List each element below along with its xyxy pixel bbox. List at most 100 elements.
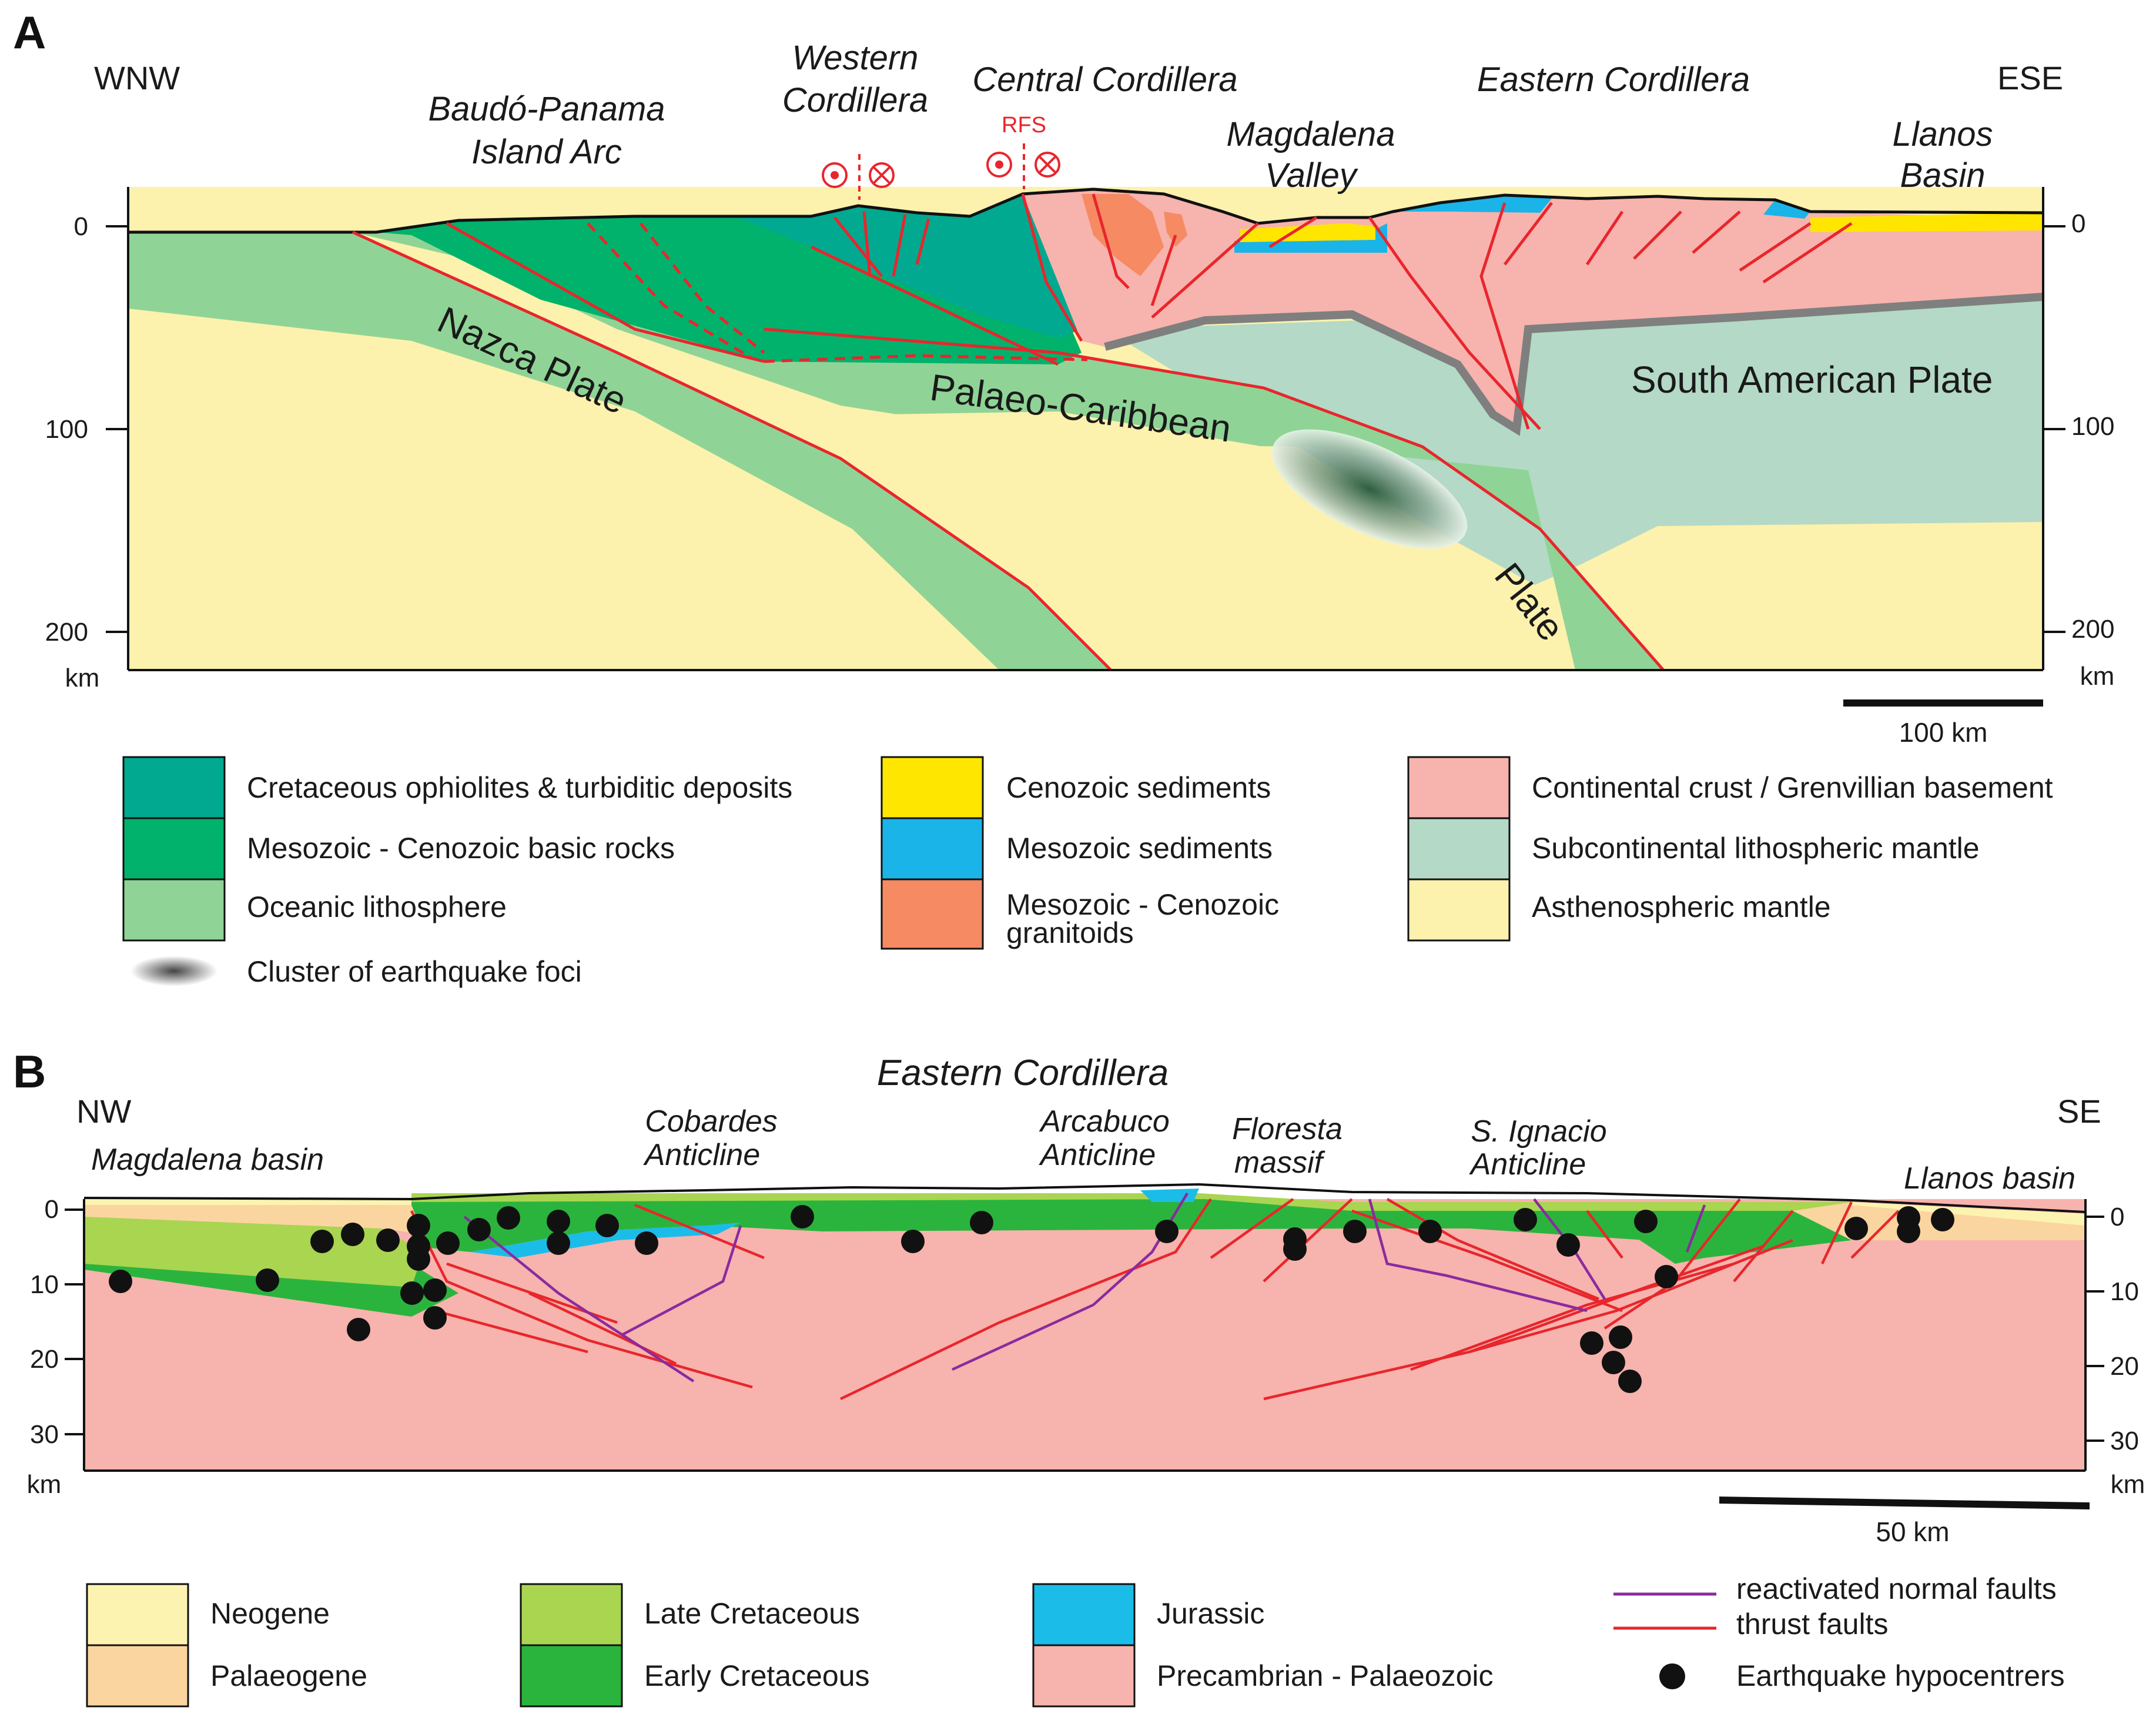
label-baudo-1: Baudó-Panama [428, 90, 665, 128]
depth-tick-b-left-20: 20 [30, 1345, 59, 1374]
panel-b-right-direction: SE [2057, 1093, 2101, 1130]
label-floresta-2: massif [1234, 1146, 1325, 1180]
label-ignacio-1: S. Ignacio [1471, 1114, 1606, 1149]
depth-tick-b-right-10: 10 [2110, 1277, 2139, 1306]
legend-b-item-5: Jurassic [1157, 1597, 1264, 1630]
label-magdalena-2: Valley [1265, 156, 1358, 195]
legend-earthquake-cluster-swatch [130, 956, 217, 986]
label-rfs: RFS [1002, 113, 1046, 138]
surface-b [83, 1183, 2086, 1213]
legend-b-item-8: thrust faults [1736, 1608, 1888, 1641]
label-arcabuco-1: Arcabuco [1039, 1104, 1170, 1139]
legend-b-item-4: Early Cretaceous [644, 1659, 870, 1692]
label-cobardes-1: Cobardes [645, 1104, 777, 1139]
mesozoic-sediments-eastern [1393, 195, 1552, 213]
label-south-american-plate: South American Plate [1631, 359, 1993, 401]
label-llanos-1: Llanos [1893, 115, 1993, 153]
depth-tick-a-right-200: 200 [2071, 615, 2114, 644]
mesozoic-sediments-llanos [1763, 200, 1810, 219]
early-cretaceous-ignacio [1587, 1211, 1716, 1264]
legend-a-item-6a: Mesozoic - Cenozoic [1006, 888, 1279, 921]
depth-tick-b-left-30: 30 [30, 1420, 59, 1449]
depth-tick-a-left-100: 100 [45, 415, 88, 444]
legend-b-item-9: Earthquake hypocentrers [1736, 1659, 2065, 1692]
label-ignacio-2: Anticline [1469, 1147, 1586, 1181]
legend-a-item-8: Subcontinental lithospheric mantle [1532, 832, 1980, 865]
depth-tick-a-right-0: 0 [2071, 209, 2085, 238]
depth-tick-b-right-20: 20 [2110, 1352, 2139, 1381]
granitoids-area [1082, 194, 1164, 276]
panel-b: B Eastern Cordillera NW SE [13, 1046, 2145, 1547]
legend-a-column-3: Continental crust / Grenvillian basement… [1407, 756, 2053, 942]
cenozoic-sediments-llanos [1810, 213, 2043, 232]
label-eastern-cordillera: Eastern Cordillera [1477, 61, 1750, 99]
legend-a-item-3: Oceanic lithosphere [247, 891, 507, 923]
cenozoic-sediments-magdalena [1240, 223, 1375, 242]
subcontinental-mantle-area [1105, 297, 2043, 588]
legend-a-column-2: Cenozoic sediments Mesozoic sediments Me… [881, 756, 1279, 950]
depth-unit-b-right: km [2111, 1470, 2145, 1499]
label-cobardes-2: Anticline [643, 1138, 761, 1172]
legend-b-item-3: Late Cretaceous [644, 1597, 860, 1630]
panel-b-title: Eastern Cordillera [877, 1053, 1169, 1093]
panel-a-right-direction: ESE [1997, 59, 2063, 96]
legend-hypocentre-dot [1659, 1663, 1685, 1689]
panel-b-letter: B [13, 1046, 46, 1097]
legend-a-item-6b: granitoids [1006, 916, 1134, 949]
label-western-1: Western [792, 39, 919, 77]
legend-a: Cretaceous ophiolites & turbiditic depos… [122, 756, 2053, 988]
panel-a-dashed-faults [587, 222, 1088, 363]
depth-unit-b-left: km [27, 1470, 62, 1499]
ophiolites-area [735, 191, 1082, 338]
legend-a-item-5: Mesozoic sediments [1006, 832, 1273, 865]
nazca-plate-area [128, 232, 1111, 670]
late-cretaceous-band [411, 1193, 1852, 1211]
legend-a-item-7: Continental crust / Grenvillian basement [1532, 771, 2053, 804]
legend-a-item-2: Mesozoic - Cenozoic basic rocks [247, 832, 675, 865]
legend-a-item-9: Asthenospheric mantle [1532, 891, 1831, 923]
legend-b-item-1: Neogene [210, 1597, 330, 1630]
label-arcabuco-2: Anticline [1039, 1138, 1156, 1172]
depth-tick-a-left-200: 200 [45, 618, 88, 647]
panel-a-faults [351, 193, 1853, 671]
panel-b-left-direction: NW [76, 1093, 131, 1130]
legend-b: Neogene Palaeogene Late Cretaceous Early… [86, 1572, 2065, 1708]
jurassic-cobardes [470, 1223, 741, 1258]
depth-unit-a-left: km [65, 664, 100, 692]
label-baudo-2: Island Arc [471, 133, 622, 171]
label-magdalena-1: Magdalena [1227, 115, 1395, 153]
depth-tick-b-right-0: 0 [2110, 1203, 2124, 1231]
panel-a-letter: A [13, 6, 46, 58]
scale-bar-a [1843, 699, 2043, 707]
asthenosphere-wedge [841, 411, 1575, 670]
panel-a-section [106, 143, 2065, 671]
depth-tick-b-left-0: 0 [45, 1195, 59, 1224]
legend-a-column-1: Cretaceous ophiolites & turbiditic depos… [122, 756, 792, 988]
legend-b-item-2: Palaeogene [210, 1659, 367, 1692]
legend-a-item-10: Cluster of earthquake foci [247, 955, 582, 988]
panel-a: A WNW ESE [13, 6, 2114, 748]
scale-bar-b [1719, 1497, 2090, 1509]
label-magdalena-basin: Magdalena basin [91, 1143, 324, 1177]
depth-tick-b-right-30: 30 [2110, 1427, 2139, 1455]
rfs-strike-slip-symbols [822, 143, 1060, 200]
granitoids-area-2 [1164, 212, 1187, 247]
panel-b-normal-faults [463, 1192, 1706, 1382]
depth-tick-a-right-100: 100 [2071, 412, 2114, 441]
depth-unit-a-right: km [2080, 662, 2115, 691]
label-floresta-1: Floresta [1232, 1112, 1343, 1146]
label-llanos-basin: Llanos basin [1904, 1161, 2075, 1196]
earthquake-hypocentres [109, 1205, 1954, 1393]
early-cretaceous-band [411, 1196, 1852, 1264]
scale-bar-b-label: 50 km [1876, 1517, 1949, 1547]
moho-line [1104, 293, 2044, 436]
legend-b-item-6: Precambrian - Palaeozoic [1157, 1659, 1494, 1692]
earthquake-cluster [1271, 429, 1468, 549]
label-central-cordillera: Central Cordillera [972, 61, 1237, 99]
panel-a-left-direction: WNW [94, 59, 180, 96]
depth-tick-a-left-0: 0 [74, 212, 88, 241]
asthenosphere-left [128, 309, 999, 670]
panel-b-section [65, 1183, 2104, 1472]
palaeogene-magdalena [84, 1205, 423, 1234]
